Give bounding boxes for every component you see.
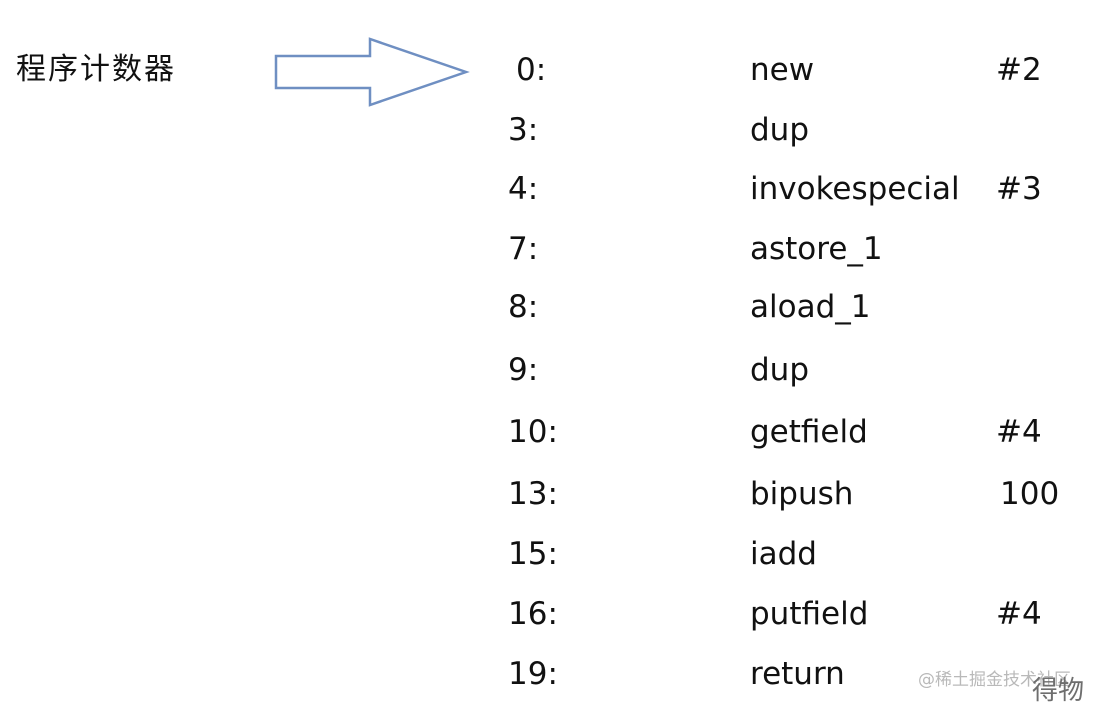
instruction-row: 0: new #2 xyxy=(0,48,1098,92)
instruction-opcode: bipush xyxy=(750,476,854,512)
instruction-offset: 16: xyxy=(508,596,558,632)
instruction-offset: 13: xyxy=(508,476,558,512)
instruction-row: 13: bipush 100 xyxy=(0,472,1098,516)
instruction-row: 4: invokespecial #3 xyxy=(0,167,1098,211)
instruction-row: 15: iadd xyxy=(0,532,1098,576)
instruction-opcode: iadd xyxy=(750,536,817,572)
instruction-row: 7: astore_1 xyxy=(0,227,1098,271)
instruction-row: 19: return xyxy=(0,652,1098,696)
pointer-arrow-icon xyxy=(274,37,470,107)
instruction-row: 9: dup xyxy=(0,348,1098,392)
instruction-row: 8: aload_1 xyxy=(0,285,1098,329)
instruction-opcode: astore_1 xyxy=(750,231,883,267)
instruction-operand: #2 xyxy=(996,52,1042,88)
instruction-opcode: getfield xyxy=(750,414,868,450)
watermark: @稀土掘金技术社区 xyxy=(918,670,1071,690)
instruction-opcode: return xyxy=(750,656,845,692)
instruction-operand: #4 xyxy=(996,414,1042,450)
instruction-offset: 8: xyxy=(508,289,539,325)
instruction-operand: #4 xyxy=(996,596,1042,632)
instruction-offset: 15: xyxy=(508,536,558,572)
corner-logo-text: 得物 xyxy=(1032,676,1085,706)
instruction-opcode: invokespecial xyxy=(750,171,960,207)
instruction-opcode: dup xyxy=(750,352,810,388)
program-counter-label: 程序计数器 xyxy=(16,52,176,87)
instruction-offset: 0: xyxy=(516,52,547,88)
instruction-offset: 3: xyxy=(508,112,539,148)
instruction-row: 16: putfield #4 xyxy=(0,592,1098,636)
instruction-offset: 19: xyxy=(508,656,558,692)
instruction-operand: 100 xyxy=(1000,476,1060,512)
instruction-offset: 4: xyxy=(508,171,539,207)
instruction-operand: #3 xyxy=(996,171,1042,207)
instruction-offset: 10: xyxy=(508,414,558,450)
instruction-opcode: putfield xyxy=(750,596,869,632)
instruction-opcode: new xyxy=(750,52,815,88)
instruction-opcode: aload_1 xyxy=(750,289,871,325)
instruction-row: 10: getfield #4 xyxy=(0,410,1098,454)
instruction-offset: 7: xyxy=(508,231,539,267)
instruction-row: 3: dup xyxy=(0,108,1098,152)
instruction-offset: 9: xyxy=(508,352,539,388)
instruction-opcode: dup xyxy=(750,112,810,148)
